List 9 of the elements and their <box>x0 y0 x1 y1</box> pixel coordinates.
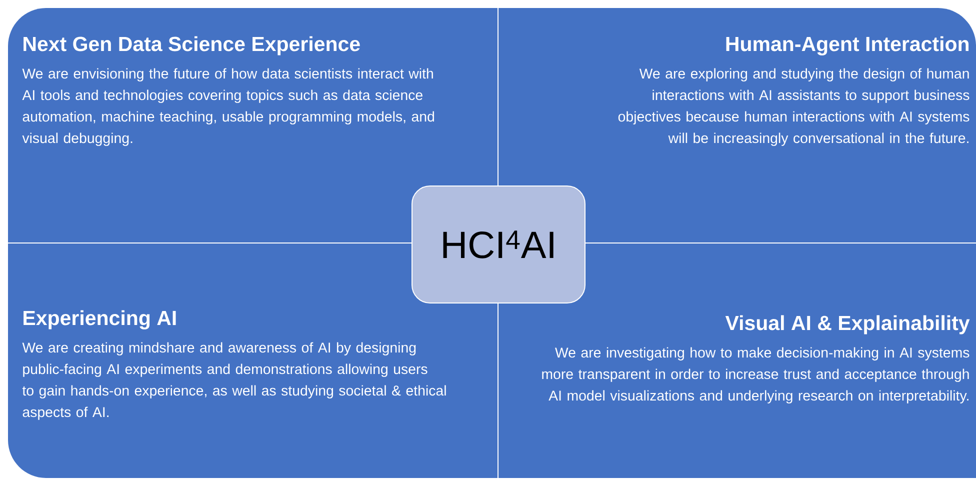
body-text: We are creating mindshare and awareness of AI by designing public-facing AI experiments and demonstrations allowing users to gain hands-on experience, as well as studying societal & ethical aspects of AI. <box>22 342 446 420</box>
body-text: We are envisioning the future of how data scientists interact with AI tools and technologies covering topics such as data science automation, machine teaching, usable programming models, and visual debugging. <box>22 68 434 146</box>
center-box: HCI$^{4}$AI <box>412 186 586 304</box>
heading: Visual AI & Explainability <box>725 315 970 334</box>
heading: Human-Agent Interaction <box>726 36 968 56</box>
body-text: We are investigating how to make decision-making in AI systems more transparent in order to increase trust and acceptance through AI model visualizations and underlying research on interpretability. <box>542 347 970 404</box>
heading: Next Gen Data Science Experience <box>24 36 360 56</box>
heading: Experiencing AI <box>24 310 176 330</box>
body-text: We are exploring and studying the design of human interactions with AI assistants to support business objectives because human interactions with AI systems will be increasingly conversational in the future. <box>618 68 970 146</box>
